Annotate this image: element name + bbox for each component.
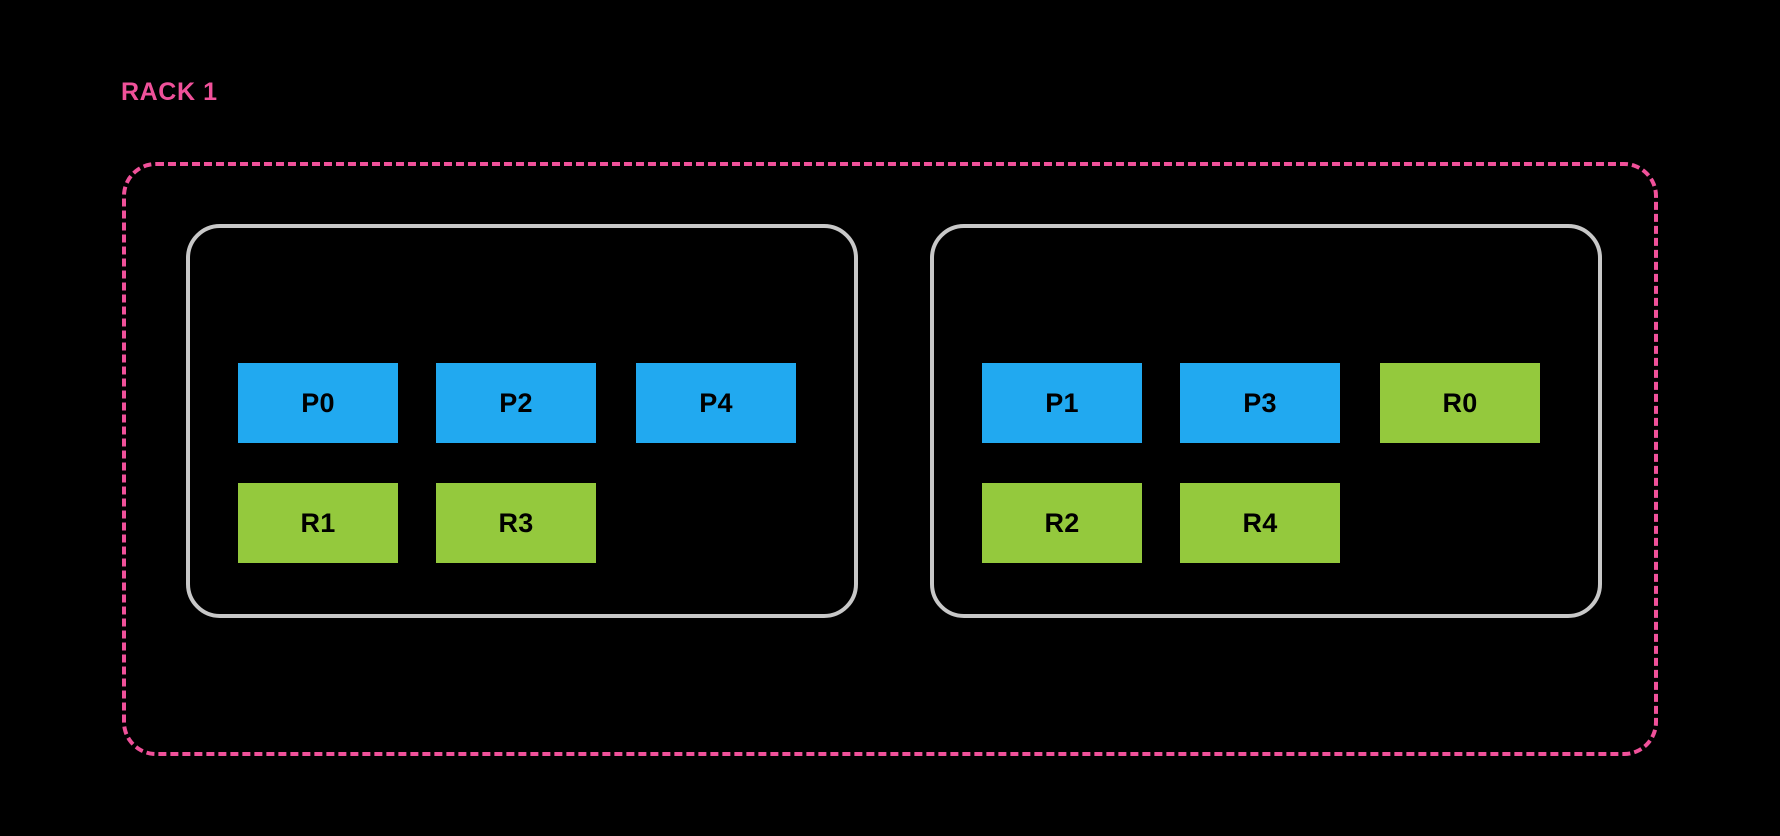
unit-box-p3[interactable]: P3 xyxy=(1180,363,1340,443)
host-panel-left xyxy=(186,224,858,618)
unit-box-r1[interactable]: R1 xyxy=(238,483,398,563)
unit-box-r0[interactable]: R0 xyxy=(1380,363,1540,443)
unit-box-r4[interactable]: R4 xyxy=(1180,483,1340,563)
rack-boundary xyxy=(122,162,1658,756)
host-panel-right xyxy=(930,224,1602,618)
unit-box-p2[interactable]: P2 xyxy=(436,363,596,443)
unit-box-p0[interactable]: P0 xyxy=(238,363,398,443)
rack-label: RACK 1 xyxy=(121,78,218,106)
unit-box-p4[interactable]: P4 xyxy=(636,363,796,443)
unit-box-r2[interactable]: R2 xyxy=(982,483,1142,563)
unit-box-r3[interactable]: R3 xyxy=(436,483,596,563)
unit-box-p1[interactable]: P1 xyxy=(982,363,1142,443)
